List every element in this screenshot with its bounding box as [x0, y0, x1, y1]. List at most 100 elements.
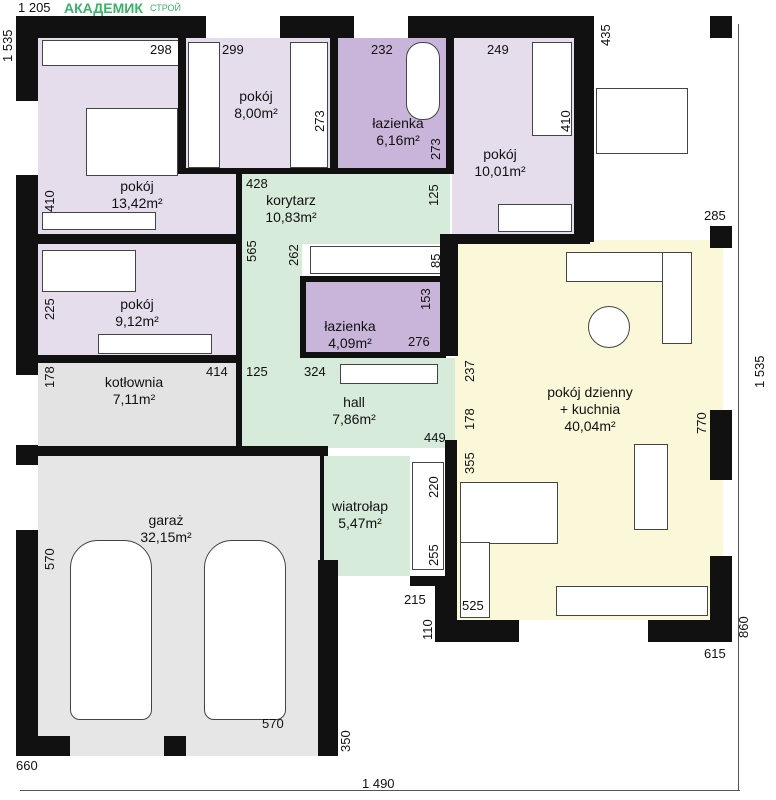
bathtub: [406, 42, 440, 120]
dimension: 262: [286, 244, 301, 266]
dimension: 435: [598, 24, 613, 46]
wall: [236, 172, 242, 448]
coffee-table: [588, 306, 630, 348]
dimension: 660: [16, 758, 38, 773]
car-2: [204, 540, 286, 720]
dimension: 285: [704, 208, 726, 223]
bed: [86, 108, 178, 176]
bed-3: [532, 42, 572, 136]
dimension: 449: [424, 430, 446, 445]
wall: [710, 226, 732, 248]
wall: [38, 234, 238, 244]
wall: [16, 16, 206, 38]
kitchen-units: [310, 246, 442, 274]
wall: [435, 576, 457, 642]
bed-4: [42, 250, 136, 292]
kitchen-counter-2: [460, 542, 490, 618]
dimension: 237: [462, 360, 477, 382]
dimension: 770: [694, 412, 709, 434]
dimension: 232: [371, 42, 393, 57]
dimension: 410: [558, 110, 573, 132]
dimension: 1 490: [362, 776, 395, 791]
wall: [270, 446, 282, 456]
wall: [408, 16, 594, 38]
dimension: 428: [246, 176, 268, 191]
room-bathroom-2: [305, 280, 450, 356]
wall: [300, 276, 306, 356]
room-boiler: [38, 362, 236, 446]
wall: [320, 456, 324, 576]
dimension: 110: [420, 619, 435, 640]
dimension: 414: [206, 364, 228, 379]
desk: [42, 212, 156, 230]
wall: [710, 410, 732, 480]
room-corridor: [238, 172, 450, 244]
wall: [440, 236, 458, 356]
wall: [318, 560, 338, 756]
wardrobe: [42, 40, 179, 66]
dimension: 324: [304, 364, 326, 379]
dimension: 125: [246, 364, 268, 379]
dimension: 178: [42, 366, 57, 388]
room-vestibule: [320, 456, 410, 576]
dimension: 298: [150, 42, 172, 57]
dimension: 215: [404, 592, 426, 607]
sofa-side: [662, 252, 692, 344]
wall: [410, 576, 440, 586]
dimension-line: [20, 790, 740, 791]
wall: [38, 355, 238, 363]
wall: [178, 38, 186, 174]
bed-2: [290, 42, 328, 168]
dimension: 273: [428, 138, 443, 160]
dimension: 565: [244, 240, 259, 262]
dimension: 249: [487, 42, 509, 57]
wall: [440, 234, 590, 244]
wall: [186, 168, 446, 174]
dimension: 273: [312, 110, 327, 132]
dimension: 153: [418, 288, 433, 310]
wall: [38, 446, 328, 456]
car-1: [70, 540, 152, 720]
dimension: 225: [42, 298, 57, 320]
dimension: 525: [462, 598, 484, 613]
dimension: 276: [408, 334, 430, 349]
wardrobe-2: [188, 42, 220, 168]
kitchen-island: [460, 482, 558, 544]
desk-2: [98, 334, 212, 354]
cabinet: [498, 204, 572, 232]
wall: [710, 16, 732, 38]
wall: [338, 16, 354, 38]
dimension: 410: [42, 190, 57, 212]
dimension: 255: [426, 544, 441, 566]
kitchen-counter: [556, 586, 708, 616]
dimension: 125: [426, 184, 441, 206]
logo-sub: СТРОЙ: [150, 3, 181, 13]
wall: [648, 620, 732, 642]
dimension: 355: [462, 452, 477, 474]
wardrobe-vestibule: [412, 462, 444, 570]
bench: [340, 364, 438, 384]
logo: АКАДЕМИК: [64, 0, 143, 16]
dimension: 570: [262, 716, 284, 731]
wall: [445, 440, 457, 580]
dining-table: [634, 444, 668, 530]
dimension: 350: [338, 730, 353, 752]
dimension: 299: [222, 42, 244, 57]
wall: [280, 16, 338, 38]
wall: [574, 16, 594, 242]
dimension: 1 535: [752, 355, 767, 388]
dimension: 1 535: [0, 29, 15, 62]
dimension: 85: [428, 253, 443, 268]
dimension-line: [738, 24, 739, 790]
wall: [16, 530, 38, 756]
